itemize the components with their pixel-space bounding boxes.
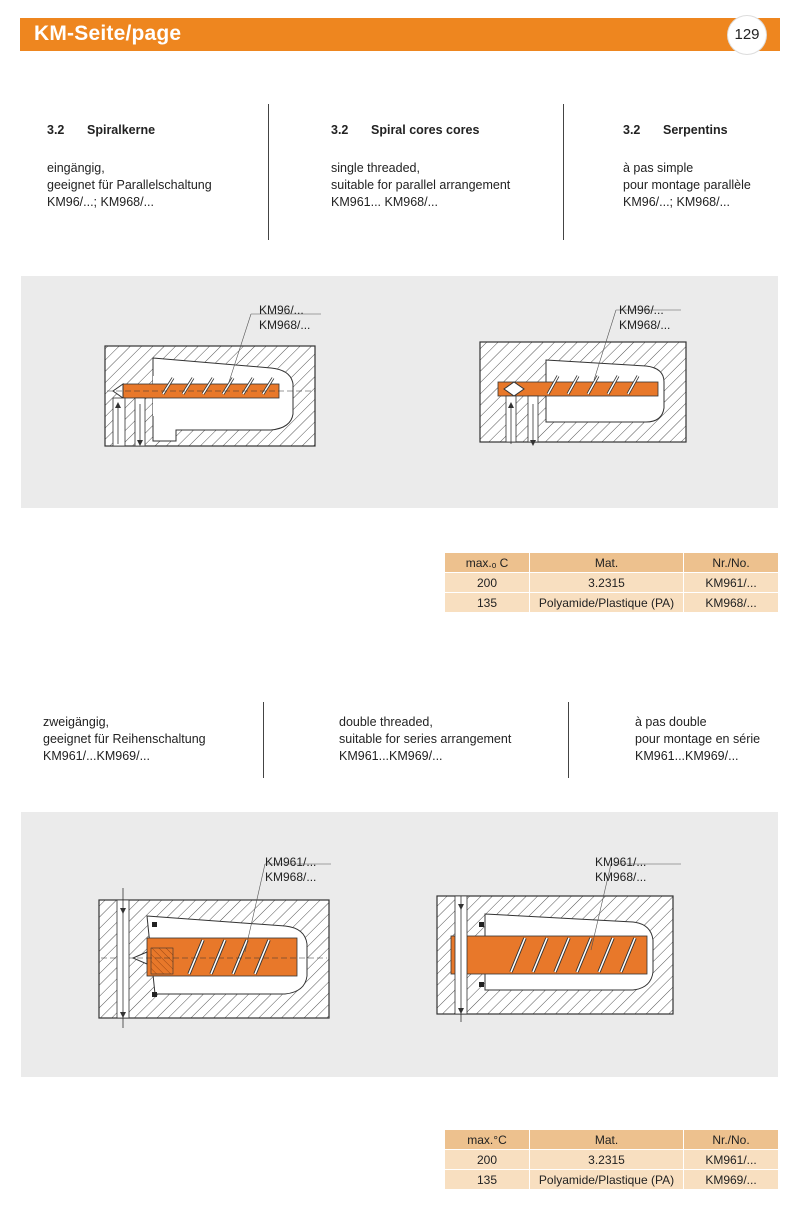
col-header-number: Nr./No. (683, 552, 779, 573)
col-header-number: Nr./No. (683, 1129, 779, 1150)
page-header: KM-Seite/page 129 (20, 16, 780, 54)
cell-max-temp: 200 (444, 572, 530, 593)
section-title: Serpentins (663, 123, 728, 137)
section1-en-heading: 3.2 Spiral cores cores (331, 122, 561, 139)
table-row: 200 3.2315 KM961/... (444, 1149, 779, 1170)
header-title: KM-Seite/page (34, 22, 182, 45)
col-header-material: Mat. (529, 552, 684, 573)
section2-fr-line1: à pas double (635, 715, 707, 729)
section2-en-line2: suitable for series arrangement (339, 732, 512, 746)
diagram-panel-1: KM96/... KM968/... KM96/... KM968/... (21, 276, 778, 508)
page-number: 129 (728, 16, 766, 54)
section2-de-line2: geeignet für Reihenschaltung (43, 732, 206, 746)
part-label-2: KM968/... (259, 318, 311, 332)
section2-en-line3: KM961...KM969/... (339, 749, 443, 763)
section1-de-line2: geeignet für Parallelschaltung (47, 178, 212, 192)
part-label-1: KM96/... (619, 303, 664, 317)
double-thread-core-drawing-right (436, 863, 681, 1022)
diagram2-right-labels: KM961/... KM968/... (595, 855, 646, 885)
diagram1-right-labels: KM96/... KM968/... (619, 303, 670, 333)
diagram2-left-labels: KM961/... KM968/... (265, 855, 316, 885)
column-divider (568, 702, 569, 778)
cell-max-temp: 135 (444, 592, 530, 613)
section2-fr-line3: KM961...KM969/... (635, 749, 739, 763)
section-number: 3.2 (331, 123, 349, 137)
column-divider (268, 104, 269, 240)
part-label-2: KM968/... (619, 318, 671, 332)
double-thread-core-drawing-left (98, 863, 331, 1028)
cell-material: Polyamide/Plastique (PA) (529, 592, 684, 613)
section2-de-line1: zweigängig, (43, 715, 110, 729)
section-title: Spiralkerne (87, 123, 156, 137)
section2-de-line3: KM961/...KM969/... (43, 749, 150, 763)
column-divider (263, 702, 264, 778)
section2-en-line1: double threaded, (339, 715, 433, 729)
col-header-max-temp: max.ₒ C (444, 552, 530, 573)
section1-en-line2: suitable for parallel arrangement (331, 178, 511, 192)
cell-material: 3.2315 (529, 572, 684, 593)
cell-material: 3.2315 (529, 1149, 684, 1170)
cell-number: KM961/... (683, 572, 779, 593)
spec-table-2: max.°C Mat. Nr./No. 200 3.2315 KM961/...… (444, 1129, 779, 1190)
section1-en-line1: single threaded, (331, 161, 420, 175)
table-header-row: max.ₒ C Mat. Nr./No. (444, 552, 779, 573)
section1-de: 3.2 Spiralkerne eingängig, geeignet für P… (47, 122, 262, 211)
section2-fr-line2: pour montage en série (635, 732, 761, 746)
col-header-max-temp: max.°C (444, 1129, 530, 1150)
single-thread-core-drawing-right (479, 309, 687, 446)
table-row: 135 Polyamide/Plastique (PA) KM969/... (444, 1169, 779, 1190)
part-label-1: KM96/... (259, 303, 304, 317)
section-number: 3.2 (623, 123, 641, 137)
section-number: 3.2 (47, 123, 65, 137)
section2-en: double threaded, suitable for series arr… (339, 714, 564, 765)
cell-max-temp: 200 (444, 1149, 530, 1170)
section1-fr: 3.2 Serpentins à pas simple pour montage … (623, 122, 793, 211)
diagram1-left-labels: KM96/... KM968/... (259, 303, 310, 333)
section-title: Spiral cores cores (371, 123, 480, 137)
cell-material: Polyamide/Plastique (PA) (529, 1169, 684, 1190)
section2-fr: à pas double pour montage en série KM961… (635, 714, 795, 765)
table-row: 200 3.2315 KM961/... (444, 572, 779, 593)
section1-de-line1: eingängig, (47, 161, 105, 175)
section1-en: 3.2 Spiral cores cores single threaded, s… (331, 122, 561, 211)
section1-fr-heading: 3.2 Serpentins (623, 122, 793, 139)
section1-fr-line2: pour montage parallèle (623, 178, 751, 192)
cell-number: KM969/... (683, 1169, 779, 1190)
part-label-1: KM961/... (595, 855, 647, 869)
cell-max-temp: 135 (444, 1169, 530, 1190)
column-divider (563, 104, 564, 240)
section1-fr-line3: KM96/...; KM968/... (623, 195, 730, 209)
section2-de: zweigängig, geeignet für Reihenschaltung… (43, 714, 258, 765)
part-label-2: KM968/... (595, 870, 647, 884)
section1-de-heading: 3.2 Spiralkerne (47, 122, 262, 139)
single-thread-core-drawing-left (104, 313, 321, 447)
section1-en-line3: KM961... KM968/... (331, 195, 438, 209)
diagram-panel-2: KM961/... KM968/... KM961/... KM968/... (21, 812, 778, 1077)
part-label-2: KM968/... (265, 870, 317, 884)
section1-de-line3: KM96/...; KM968/... (47, 195, 154, 209)
cell-number: KM968/... (683, 592, 779, 613)
col-header-material: Mat. (529, 1129, 684, 1150)
cell-number: KM961/... (683, 1149, 779, 1170)
part-label-1: KM961/... (265, 855, 317, 869)
table-row: 135 Polyamide/Plastique (PA) KM968/... (444, 592, 779, 613)
spec-table-1: max.ₒ C Mat. Nr./No. 200 3.2315 KM961/..… (444, 552, 779, 613)
table-header-row: max.°C Mat. Nr./No. (444, 1129, 779, 1150)
section1-fr-line1: à pas simple (623, 161, 694, 175)
